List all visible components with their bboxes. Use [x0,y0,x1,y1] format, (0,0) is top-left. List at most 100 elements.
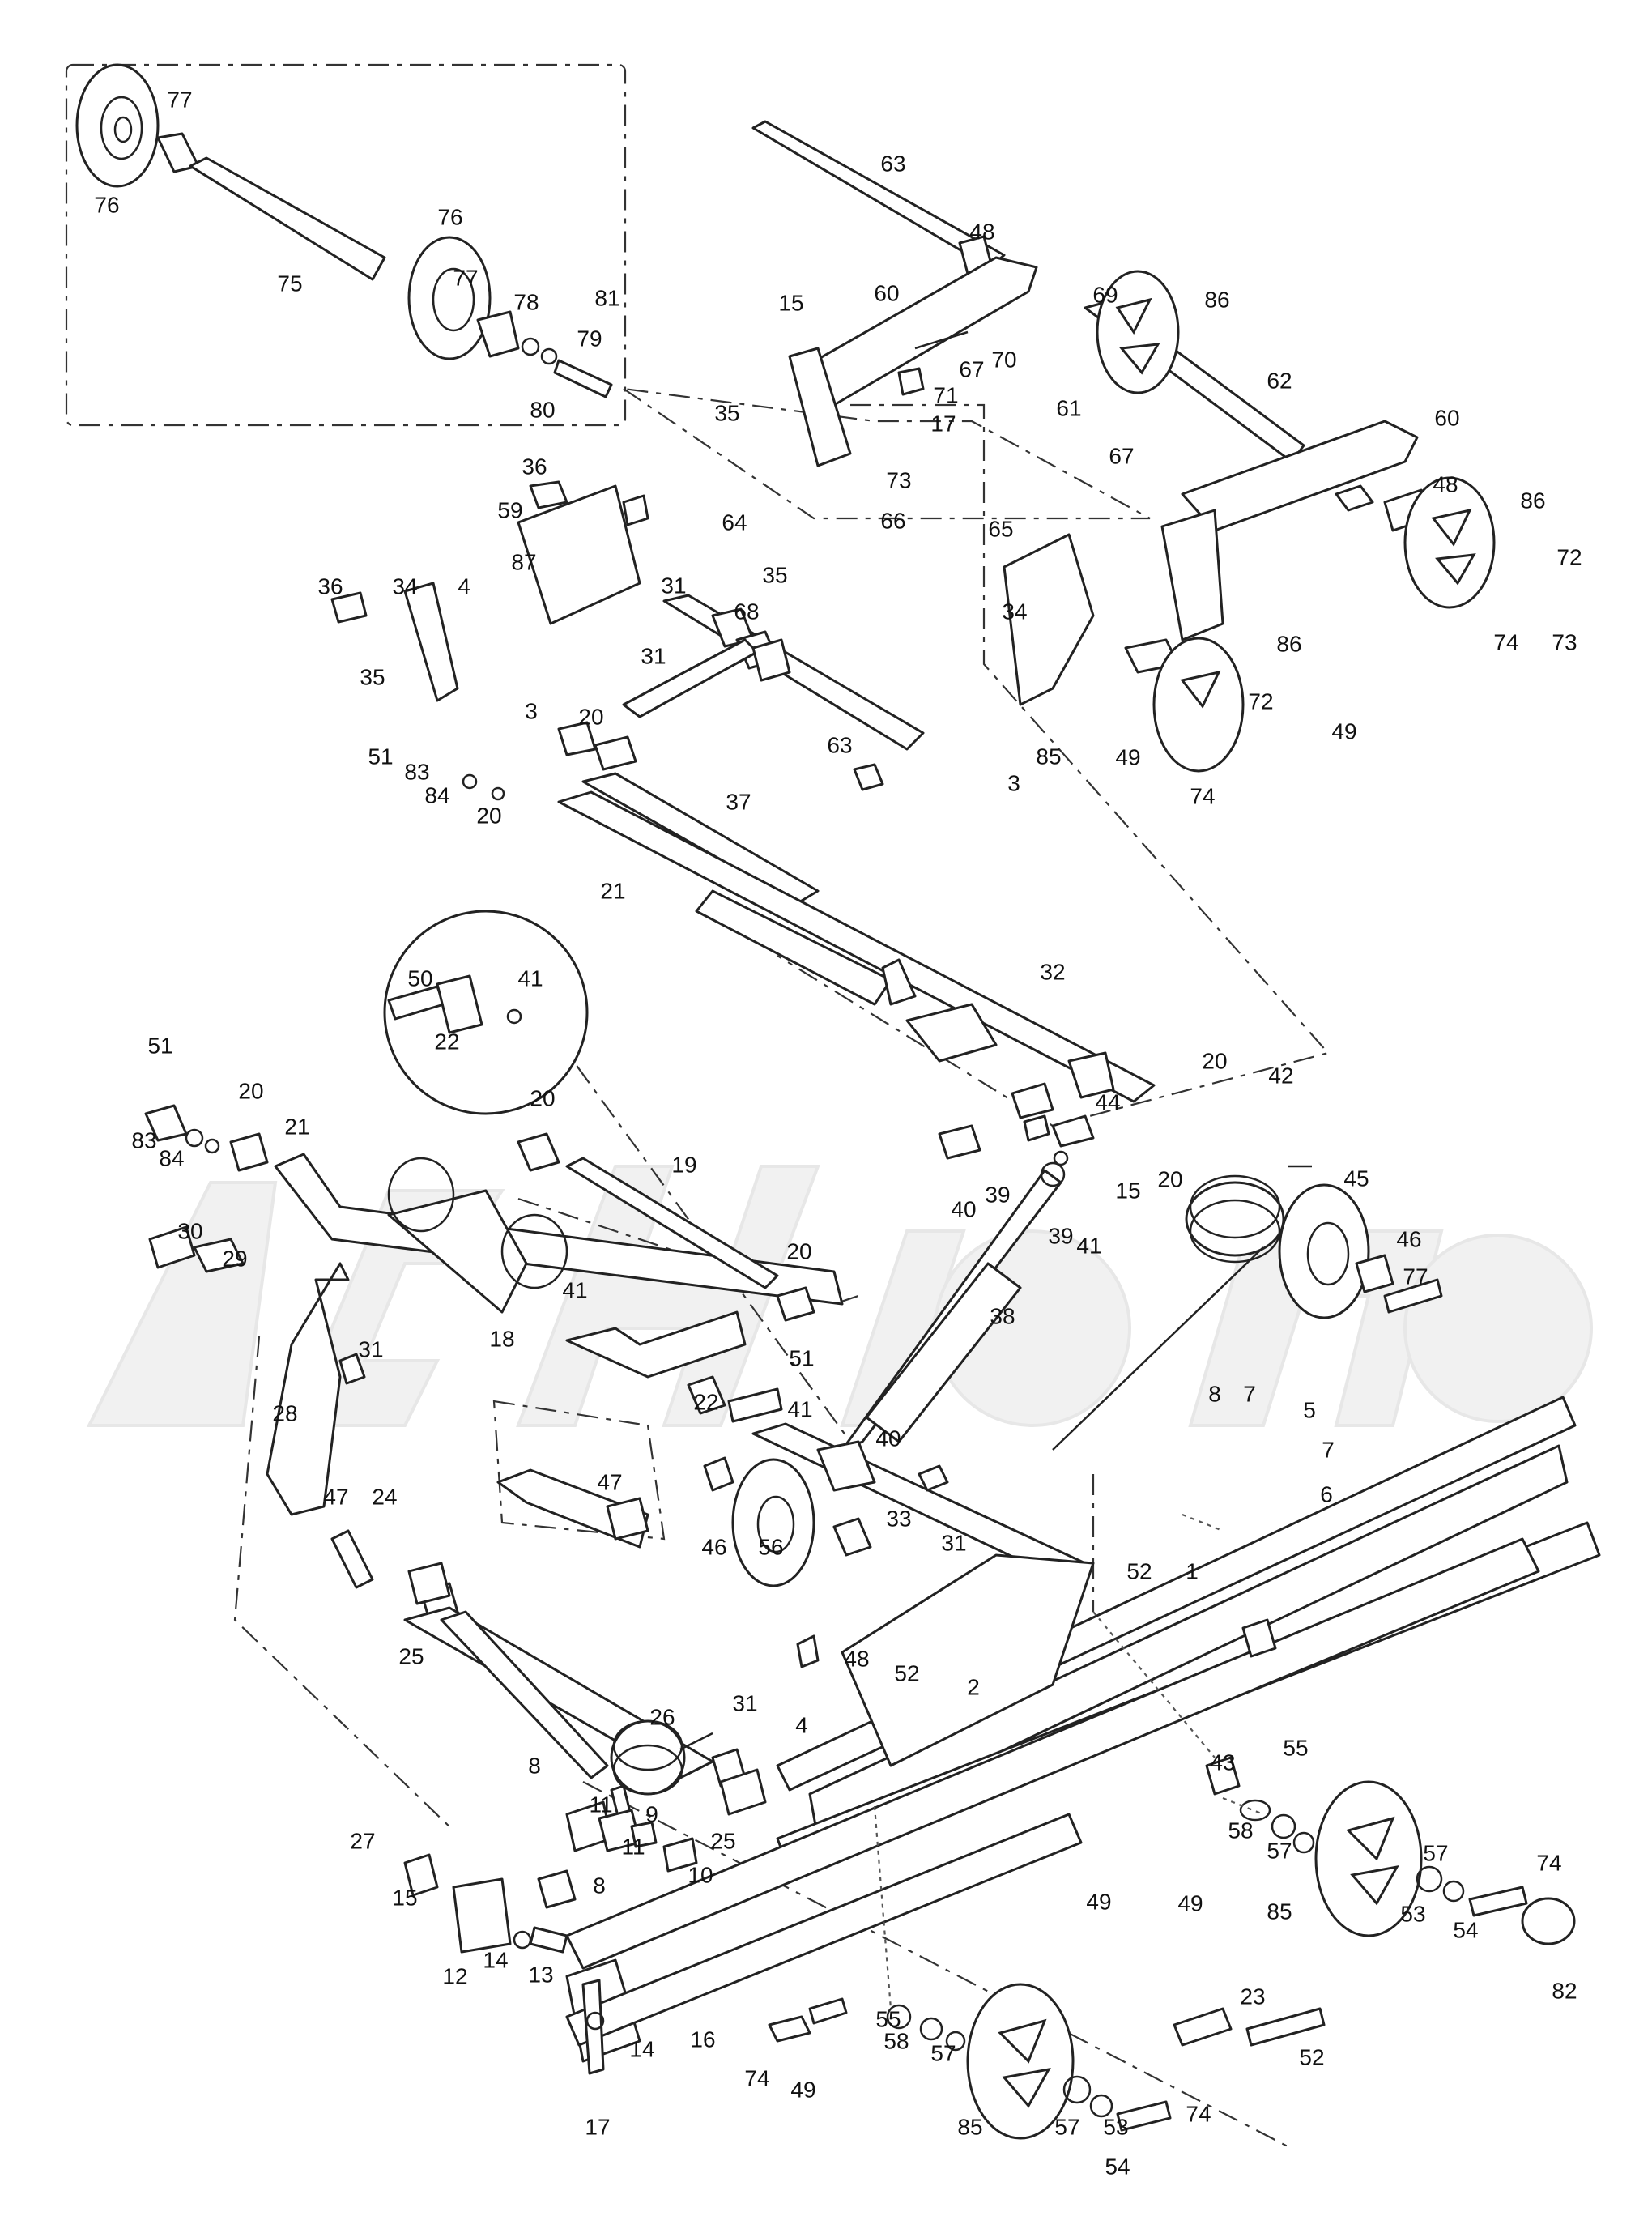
part-label: 75 [277,271,302,296]
leader-lines [873,1513,1264,2009]
part-label: 48 [969,219,994,244]
part-label: 25 [710,1828,735,1853]
part-label: 20 [1202,1048,1227,1073]
part-label: 54 [1105,2154,1130,2179]
part-label: 10 [688,1862,713,1887]
part-label: 50 [407,965,432,991]
part-label: 72 [1556,544,1582,569]
part-label: 81 [594,285,620,310]
part-label: 34 [392,573,417,599]
part-label: 74 [1186,2101,1211,2126]
part-label: 70 [991,347,1016,372]
part-label: 77 [167,87,192,112]
part-label: 56 [758,1534,783,1559]
part-label: 83 [131,1127,156,1153]
part-label: 44 [1095,1089,1120,1114]
shock-and-spring [837,1114,1443,1471]
part-label: 58 [883,2028,909,2053]
part-label: 67 [1109,443,1134,468]
part-label: 84 [424,782,449,808]
part-label: 57 [1054,2114,1079,2139]
part-label: 25 [398,1643,424,1668]
part-label: 60 [1434,405,1459,430]
part-label: 85 [1036,744,1061,769]
part-label: 52 [1126,1558,1152,1583]
upper-hardware [330,480,791,801]
part-label: 86 [1276,631,1301,656]
part-label: 8 [528,1753,541,1778]
part-label: 41 [562,1277,587,1302]
part-label: 36 [317,573,343,599]
part-label: 41 [517,965,543,991]
part-label: 35 [762,562,787,587]
part-label: 51 [789,1345,814,1370]
part-label: 22 [434,1029,459,1054]
part-label: 20 [530,1085,555,1110]
part-label: 41 [787,1396,812,1421]
part-label: 15 [778,290,803,315]
part-label: 36 [522,454,547,479]
part-label: 4 [795,1712,808,1737]
idler-wheel-inset [75,63,613,398]
part-label: 49 [1177,1890,1203,1916]
part-label: 78 [513,289,539,314]
watermark [86,1165,1593,1427]
part-label: 7 [1322,1437,1335,1462]
part-label: 55 [1283,1735,1308,1760]
part-label: 77 [453,265,478,290]
part-label: 57 [1267,1838,1292,1863]
part-label: 77 [1403,1264,1428,1289]
part-label: 11 [621,1834,645,1859]
part-label: 37 [726,789,751,814]
part-label: 1 [1186,1558,1199,1583]
part-label: 53 [1103,2114,1128,2139]
part-label: 59 [497,497,522,522]
part-label: 51 [147,1033,172,1058]
part-label: 30 [177,1218,202,1243]
part-label: 20 [786,1238,811,1264]
part-label: 51 [368,744,393,769]
part-label: 82 [1552,1978,1577,2003]
part-label: 80 [530,397,555,422]
part-label: 31 [732,1690,757,1715]
part-label: 72 [1248,688,1273,714]
part-label: 83 [404,759,429,784]
part-label: 32 [1040,959,1065,984]
part-label: 74 [1536,1850,1561,1875]
part-label: 35 [360,664,385,689]
part-label: 12 [442,1963,467,1988]
lower-wheels [768,1756,1576,2140]
part-label: 46 [701,1534,726,1559]
center-frame-assembly [557,772,1156,1148]
front-block [403,1800,698,2075]
part-label: 49 [790,2077,815,2102]
part-label: 63 [880,151,905,176]
part-label: 20 [476,803,501,828]
part-label: 73 [1552,629,1577,654]
part-label: 31 [661,573,686,598]
part-label: 62 [1267,368,1292,393]
part-label: 49 [1115,744,1140,769]
part-label: 85 [957,2114,982,2139]
part-label: 21 [600,878,625,903]
part-label: 8 [1208,1381,1221,1406]
part-label: 39 [1048,1223,1073,1248]
part-label: 74 [744,2065,769,2090]
part-label: 52 [894,1660,919,1685]
part-label: 45 [1343,1166,1369,1191]
part-label: 23 [1240,1984,1265,2009]
part-label: 65 [988,516,1013,541]
part-label: 41 [1076,1233,1101,1258]
part-label: 49 [1331,718,1356,744]
part-label: 49 [1086,1889,1111,1914]
part-label: 31 [641,643,666,668]
part-label: 42 [1268,1063,1293,1088]
part-label: 28 [272,1400,297,1425]
part-label: 69 [1092,282,1118,307]
part-label: 14 [483,1947,508,1972]
part-label: 31 [941,1530,966,1555]
part-label: 55 [875,2006,901,2031]
part-label: 7 [1243,1381,1256,1406]
part-label: 6 [1320,1481,1333,1506]
